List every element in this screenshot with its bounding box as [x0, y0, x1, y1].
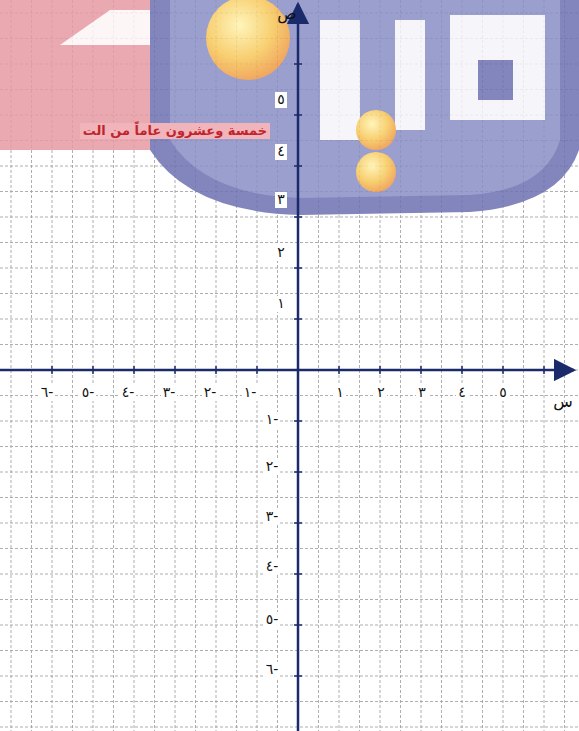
y-axis [297, 4, 300, 731]
tick-label: ٢ [275, 245, 287, 260]
tick-mark [379, 366, 381, 374]
tick-label: ٦- [39, 385, 56, 400]
tick-mark [174, 366, 176, 374]
tick-label: ٣- [264, 509, 281, 524]
tick-mark [294, 471, 302, 473]
tick-mark [92, 366, 94, 374]
tick-label: ٢ [375, 385, 387, 400]
watermark-logo [0, 0, 579, 215]
tick-label: ٤ [275, 144, 287, 159]
tick-label: ٥ [275, 92, 287, 107]
x-axis [0, 369, 574, 372]
tick-mark [51, 366, 53, 374]
tick-mark [338, 366, 340, 374]
grid-line [0, 497, 579, 498]
tick-mark [294, 318, 302, 320]
grid-line [0, 370, 579, 371]
tick-label: ٣ [416, 385, 428, 400]
tick-label: ١- [242, 385, 259, 400]
grid-line [0, 701, 579, 702]
grid-line [0, 599, 579, 600]
grid-line [0, 268, 579, 269]
grid-line [0, 293, 579, 294]
tick-mark [294, 165, 302, 167]
tick-mark [294, 420, 302, 422]
grid-line [298, 0, 299, 731]
grid-line [0, 625, 579, 626]
tick-mark [294, 267, 302, 269]
tick-label: ١ [334, 385, 346, 400]
tick-label: ٢- [202, 385, 219, 400]
tick-label: ١- [264, 412, 281, 427]
grid-line [0, 650, 579, 651]
tick-mark [294, 63, 302, 65]
grid-line [0, 574, 579, 575]
grid-line [0, 217, 579, 218]
tick-label: ٣ [275, 192, 287, 207]
tick-mark [133, 366, 135, 374]
grid-line [0, 727, 579, 728]
tick-mark [294, 522, 302, 524]
tick-mark [461, 366, 463, 374]
tick-mark [294, 675, 302, 677]
tick-label: ٢- [264, 459, 281, 474]
axis-name: س [551, 393, 575, 411]
grid-line [0, 242, 579, 243]
grid-line [0, 319, 579, 320]
tick-label: ١ [275, 296, 287, 311]
grid-line [0, 676, 579, 677]
watermark-text: خمسة وعشرون عاماً من الت [80, 123, 270, 139]
grid-line [0, 344, 579, 345]
tick-mark [294, 624, 302, 626]
tick-mark [420, 366, 422, 374]
tick-mark [256, 366, 258, 374]
tick-mark [215, 366, 217, 374]
tick-label: ٤- [120, 385, 137, 400]
tick-label: ٣- [161, 385, 178, 400]
tick-mark [294, 573, 302, 575]
axis-name: ص [275, 5, 298, 23]
grid-line [0, 548, 579, 549]
tick-mark [294, 114, 302, 116]
tick-label: ٥ [497, 385, 509, 400]
tick-mark [502, 366, 504, 374]
tick-label: ٥- [80, 385, 97, 400]
grid-line [0, 523, 579, 524]
tick-label: ٦- [264, 662, 281, 677]
tick-mark [543, 366, 545, 374]
tick-label: ٤- [264, 559, 281, 574]
grid-line [0, 446, 579, 447]
tick-mark [294, 216, 302, 218]
grid-line [0, 421, 579, 422]
tick-label: ٥- [264, 612, 281, 627]
grid-line [0, 472, 579, 473]
tick-label: ٤ [456, 385, 468, 400]
